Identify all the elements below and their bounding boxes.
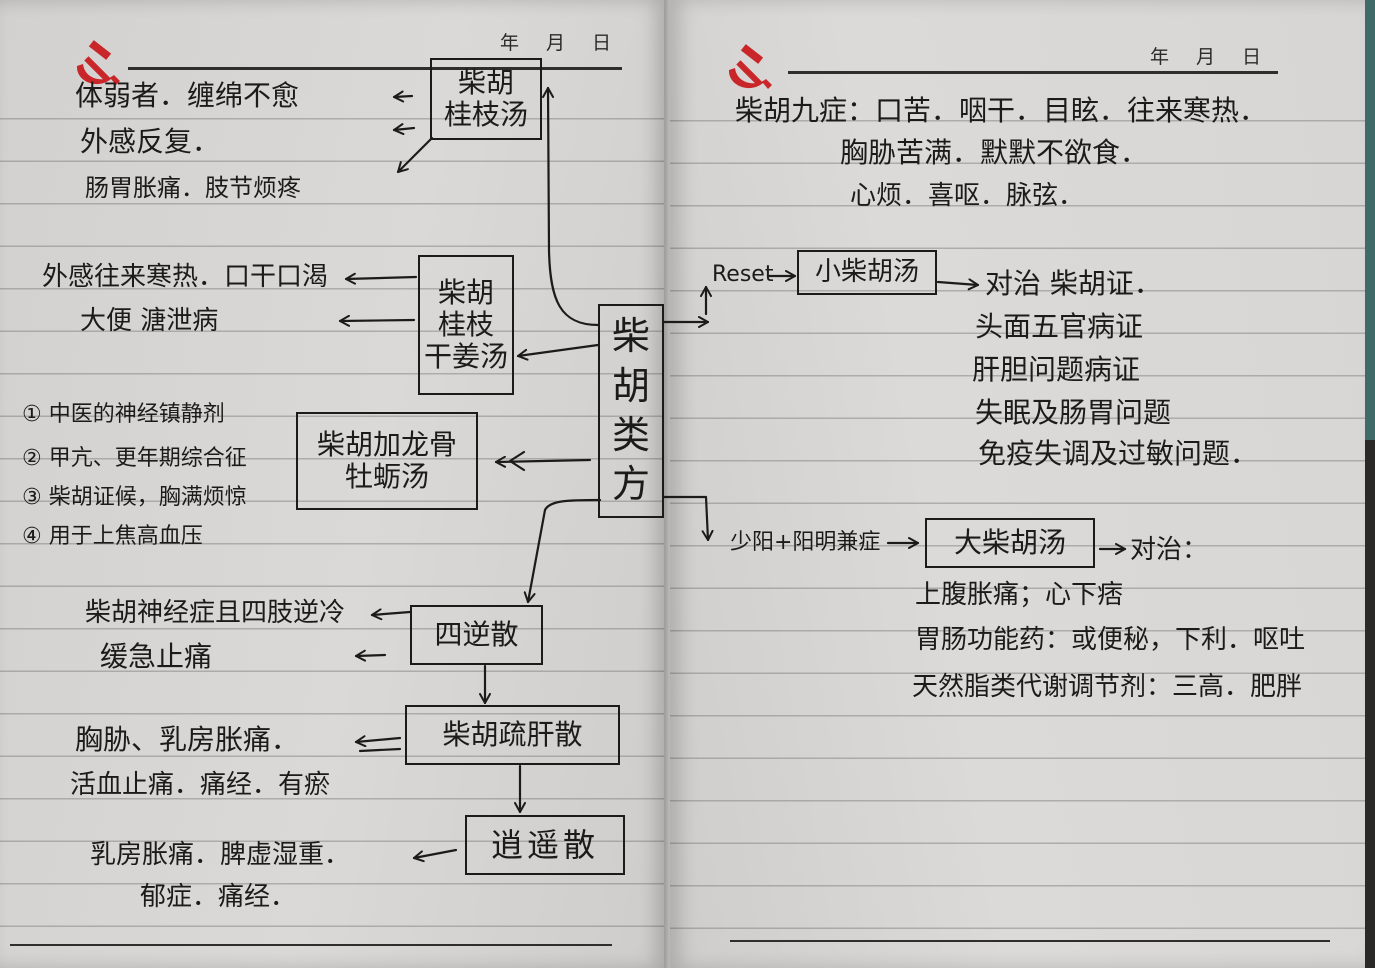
chaihu-signs-line: 柴胡九症：口苦．咽干．目眩．往来寒热． <box>735 94 1268 127</box>
hammer-handle-shape <box>736 60 762 86</box>
note-sini: 柴胡神经症且四肢逆冷 <box>85 598 346 628</box>
note-chaihu-shugan: 胸胁、乳房胀痛． <box>75 723 300 756</box>
formula-box-xiao-chaihu: 小柴胡汤 <box>797 250 937 295</box>
formula-box-line: 柴胡疏肝散 <box>442 717 583 751</box>
center-node-char: 柴 <box>611 314 650 359</box>
center-node-chaihu-formulas: 柴 胡 类 方 <box>598 304 664 518</box>
formula-box-chaihu-shugan: 柴胡疏肝散 <box>405 705 620 765</box>
formula-box-chaihu-guizhi: 柴胡 桂枝汤 <box>430 58 542 140</box>
note-chaihu-longgu-muli: ① 中医的神经镇静剂 <box>22 402 225 427</box>
xiao-chaihu-source-label: Reset <box>712 262 774 287</box>
right-header-rule <box>788 71 1278 74</box>
note-xiao-chaihu: 肝胆问题病证 <box>972 353 1141 386</box>
note-xiaoyao: 郁症．痛经． <box>140 882 297 912</box>
note-chaihu-guizhi: 体弱者．缠绵不愈 <box>75 79 300 112</box>
formula-box-line: 柴胡 <box>457 65 514 99</box>
formula-box-line: 柴胡 <box>437 275 494 309</box>
center-node-char: 方 <box>611 462 650 507</box>
chaihu-signs-line: 胸胁苦满．默默不欲食． <box>840 136 1149 169</box>
formula-box-chaihu-longgu-muli: 柴胡加龙骨 牡蛎汤 <box>296 412 478 510</box>
note-chaihu-longgu-muli: ② 甲亢、更年期综合征 <box>22 446 247 471</box>
note-xiaoyao: 乳房胀痛．脾虚湿重． <box>90 840 351 870</box>
left-header-rule <box>128 67 622 70</box>
right-date-label: 年 月 日 <box>1150 46 1266 68</box>
xiao-chaihu-lead: 对治 柴胡证． <box>985 267 1162 300</box>
formula-box-sini: 四逆散 <box>410 605 543 665</box>
sickle-shape <box>76 64 120 85</box>
note-da-chaihu: 天然脂类代谢调节剂：三高．肥胖 <box>912 672 1303 702</box>
right-footer-rule <box>730 940 1330 942</box>
note-chaihu-longgu-muli: ③ 柴胡证候，胸满烦惊 <box>22 485 247 510</box>
right-party-emblem-logo <box>728 44 772 89</box>
note-chaihu-shugan: 活血止痛．痛经．有瘀 <box>70 770 331 800</box>
note-sini: 缓急止痛 <box>100 640 213 673</box>
note-chaihu-guizhi-ganjiang: 大便 溏泄病 <box>80 306 219 336</box>
formula-box-da-chaihu: 大柴胡汤 <box>925 518 1095 568</box>
formula-box-line: 大柴胡汤 <box>953 525 1066 559</box>
da-chaihu-source-label: 少阳+阳明兼症 <box>730 530 881 555</box>
formula-box-line: 桂枝 <box>437 307 494 341</box>
note-chaihu-guizhi-ganjiang: 外感往来寒热．口干口渴 <box>42 262 329 292</box>
formula-box-line: 四逆散 <box>434 617 519 651</box>
note-da-chaihu: 胃肠功能药：或便秘，下利．呕吐 <box>915 625 1306 655</box>
note-xiao-chaihu: 失眠及肠胃问题 <box>975 396 1172 429</box>
da-chaihu-lead: 对治： <box>1130 535 1209 565</box>
notebook-gutter <box>664 0 670 968</box>
left-date-label: 年 月 日 <box>500 32 616 54</box>
hammer-head-shape <box>88 40 112 60</box>
left-footer-rule <box>10 944 612 946</box>
hammer-handle-shape <box>84 56 110 82</box>
formula-box-line: 逍遥散 <box>490 825 599 864</box>
note-chaihu-longgu-muli: ④ 用于上焦高血压 <box>22 524 203 549</box>
chaihu-signs-line: 心烦．喜呕．脉弦． <box>850 181 1085 211</box>
note-chaihu-guizhi: 肠胃胀痛．肢节烦疼 <box>85 174 301 202</box>
formula-box-line: 桂枝汤 <box>443 98 528 131</box>
formula-box-xiaoyao: 逍遥散 <box>465 815 625 875</box>
center-node-char: 类 <box>611 413 650 457</box>
left-party-emblem-logo <box>76 40 120 85</box>
formula-box-line: 柴胡加龙骨 <box>316 427 457 461</box>
sickle-shape <box>728 68 772 89</box>
note-xiao-chaihu: 头面五官病证 <box>975 310 1144 343</box>
formula-box-line: 干姜汤 <box>423 340 508 374</box>
center-node-char: 胡 <box>611 363 650 408</box>
right-page <box>668 0 1365 968</box>
formula-box-chaihu-guizhi-ganjiang: 柴胡 桂枝 干姜汤 <box>418 255 514 395</box>
formula-box-line: 小柴胡汤 <box>814 256 919 287</box>
note-da-chaihu: 上腹胀痛；心下痞 <box>915 580 1124 610</box>
formula-box-line: 牡蛎汤 <box>344 460 429 493</box>
note-chaihu-guizhi: 外感反复． <box>80 125 221 158</box>
hammer-head-shape <box>740 44 764 64</box>
note-xiao-chaihu: 免疫失调及过敏问题． <box>978 437 1259 470</box>
